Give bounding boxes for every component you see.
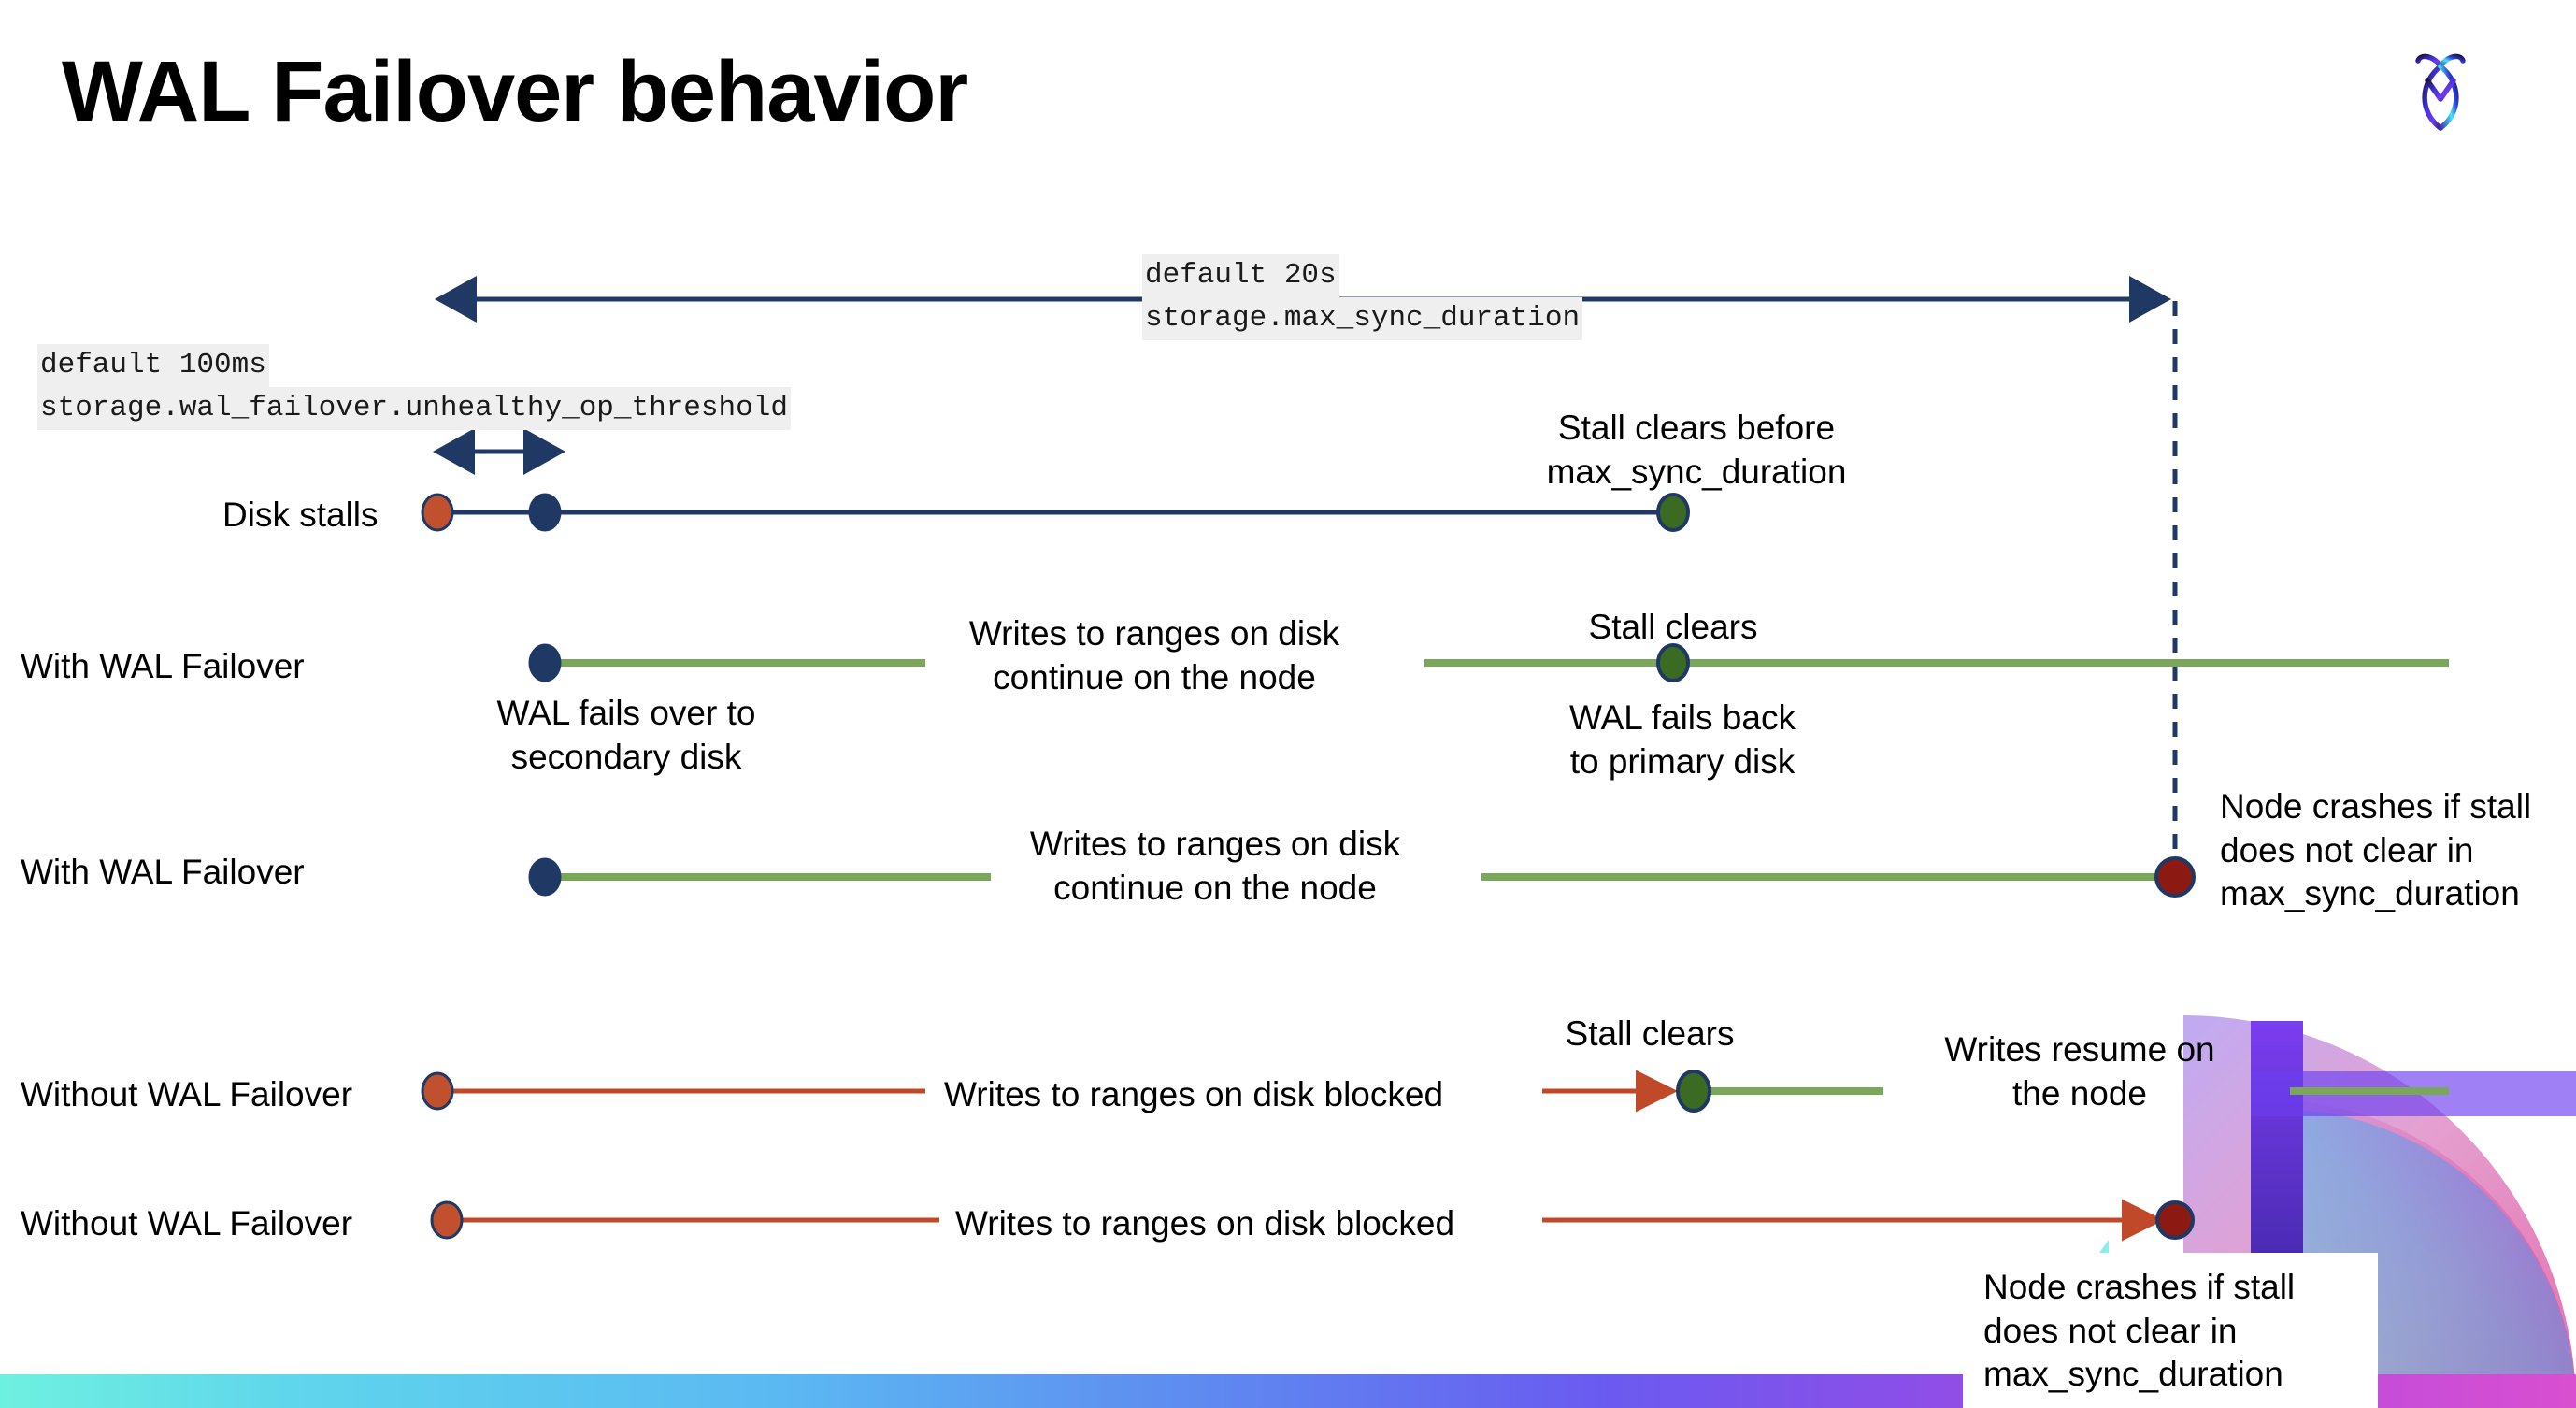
annotation-node-crashes-2: Node crashes if stall does not clear in … xyxy=(1963,1253,2378,1408)
row-label-disk-stalls: Disk stalls xyxy=(222,496,379,534)
marker-node-crashes xyxy=(2154,856,2196,898)
row-without-wal-failover-clears-track xyxy=(421,1070,2449,1113)
code-label-line1: default 100ms xyxy=(37,344,269,388)
row-label-with-wal-failover-1: With WAL Failover xyxy=(21,647,305,685)
row-with-wal-failover-crash-track xyxy=(528,856,2196,898)
page-title: WAL Failover behavior xyxy=(62,44,968,139)
code-label-max-sync-duration: default 20s storage.max_sync_duration xyxy=(1142,254,1583,341)
annotation-writes-blocked-2: Writes to ranges on disk blocked xyxy=(955,1204,1455,1243)
marker-stall-begins xyxy=(421,493,454,532)
row-with-wal-failover-clears-track xyxy=(528,643,2449,682)
annotation-writes-resume-on-node: Writes resume on the node xyxy=(1944,1030,2215,1113)
marker-stall-clears xyxy=(1676,1070,1711,1113)
marker-stall-clears xyxy=(1656,643,1690,682)
marker-wal-fails-over xyxy=(528,857,562,897)
row-without-wal-failover-crash-track xyxy=(430,1199,2195,1242)
marker-stall-begins xyxy=(421,1071,454,1111)
annotation-writes-continue-on-node-1: Writes to ranges on disk continue on the… xyxy=(968,614,1340,697)
marker-threshold-crossed xyxy=(528,493,562,532)
code-label-unhealthy-op-threshold: default 100ms storage.wal_failover.unhea… xyxy=(37,344,791,431)
row-label-with-wal-failover-2: With WAL Failover xyxy=(21,853,305,891)
annotation-stall-clears-1: Stall clears xyxy=(1588,608,1758,646)
annotation-writes-continue-on-node-2: Writes to ranges on disk continue on the… xyxy=(1029,825,1401,907)
cockroachdb-logo xyxy=(2389,28,2492,145)
marker-wal-fails-over xyxy=(528,643,562,682)
code-label-line1: default 20s xyxy=(1142,254,1339,298)
code-label-line2: storage.max_sync_duration xyxy=(1142,297,1583,341)
annotation-stall-clears-2: Stall clears xyxy=(1565,1014,1735,1053)
row-label-without-wal-failover-2: Without WAL Failover xyxy=(21,1204,353,1243)
annotation-node-crashes-1: Node crashes if stall does not clear in … xyxy=(2220,787,2532,913)
marker-stall-begins xyxy=(430,1200,464,1240)
row-label-without-wal-failover-1: Without WAL Failover xyxy=(21,1075,353,1113)
row-disk-stalls-track xyxy=(421,493,1690,532)
annotation-wal-fails-back-to-primary-disk: WAL fails back to primary disk xyxy=(1569,698,1796,781)
marker-node-crashes xyxy=(2155,1200,2195,1240)
annotation-wal-fails-over-to-secondary-disk: WAL fails over to secondary disk xyxy=(496,694,756,776)
code-label-line2: storage.wal_failover.unhealthy_op_thresh… xyxy=(37,387,791,431)
annotation-stall-clears-before-max-sync-duration: Stall clears before max_sync_duration xyxy=(1546,409,1847,491)
marker-stall-clears xyxy=(1656,493,1690,532)
annotation-writes-blocked-1: Writes to ranges on disk blocked xyxy=(944,1075,1444,1113)
